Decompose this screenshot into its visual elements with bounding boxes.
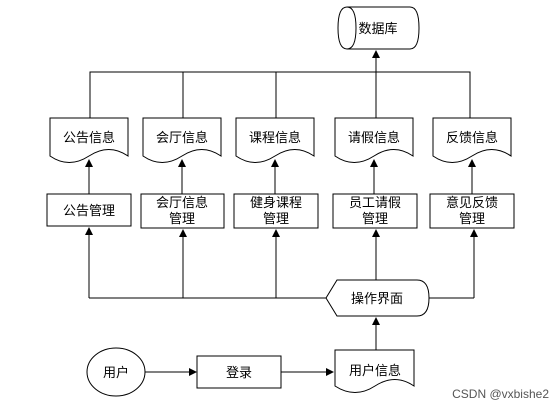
data-bus-line [89, 71, 471, 118]
mgmt-label-course-line1: 健身课程 [250, 195, 302, 211]
doc-label-announcement: 公告信息 [63, 130, 115, 146]
mgmt-label-feedback-line2: 管理 [459, 212, 485, 227]
database-label: 数据库 [358, 21, 397, 37]
operation-label: 操作界面 [351, 291, 403, 307]
doc-shape-hall [142, 117, 222, 163]
doc-label-course: 课程信息 [249, 130, 301, 146]
doc-shape-feedback [432, 117, 512, 163]
mgmt-label-hall-line2: 管理 [169, 212, 195, 227]
box-announcement-mgmt [46, 193, 132, 227]
userinfo-label: 用户信息 [349, 363, 401, 379]
watermark-text: CSDN @vxbishe2 [452, 387, 549, 401]
user-label: 用户 [103, 365, 129, 381]
doc-shape-announcement [49, 117, 129, 163]
mgmt-label-course-line2: 管理 [263, 212, 289, 227]
database-shape [337, 6, 420, 50]
mgmt-label-announcement: 公告管理 [63, 204, 115, 219]
mgmt-label-feedback-line1: 意见反馈 [446, 195, 498, 211]
doc-label-feedback: 反馈信息 [446, 130, 498, 146]
mgmt-label-leave-line2: 管理 [362, 212, 388, 227]
userinfo-doc-shape [334, 349, 415, 393]
box-course-mgmt [233, 193, 319, 229]
doc-shape-leave [334, 117, 414, 163]
operation-shape [325, 279, 430, 317]
box-leave-mgmt [332, 193, 418, 229]
doc-label-leave: 请假信息 [348, 130, 400, 146]
doc-shape-course [235, 117, 315, 163]
doc-label-hall: 会厅信息 [156, 130, 208, 146]
login-label: 登录 [226, 366, 252, 381]
mgmt-label-hall-line1: 会厅信息 [156, 195, 208, 211]
box-hall-mgmt [140, 193, 225, 229]
box-feedback-mgmt [429, 193, 515, 229]
mgmt-label-leave-line1: 员工请假 [349, 196, 401, 211]
